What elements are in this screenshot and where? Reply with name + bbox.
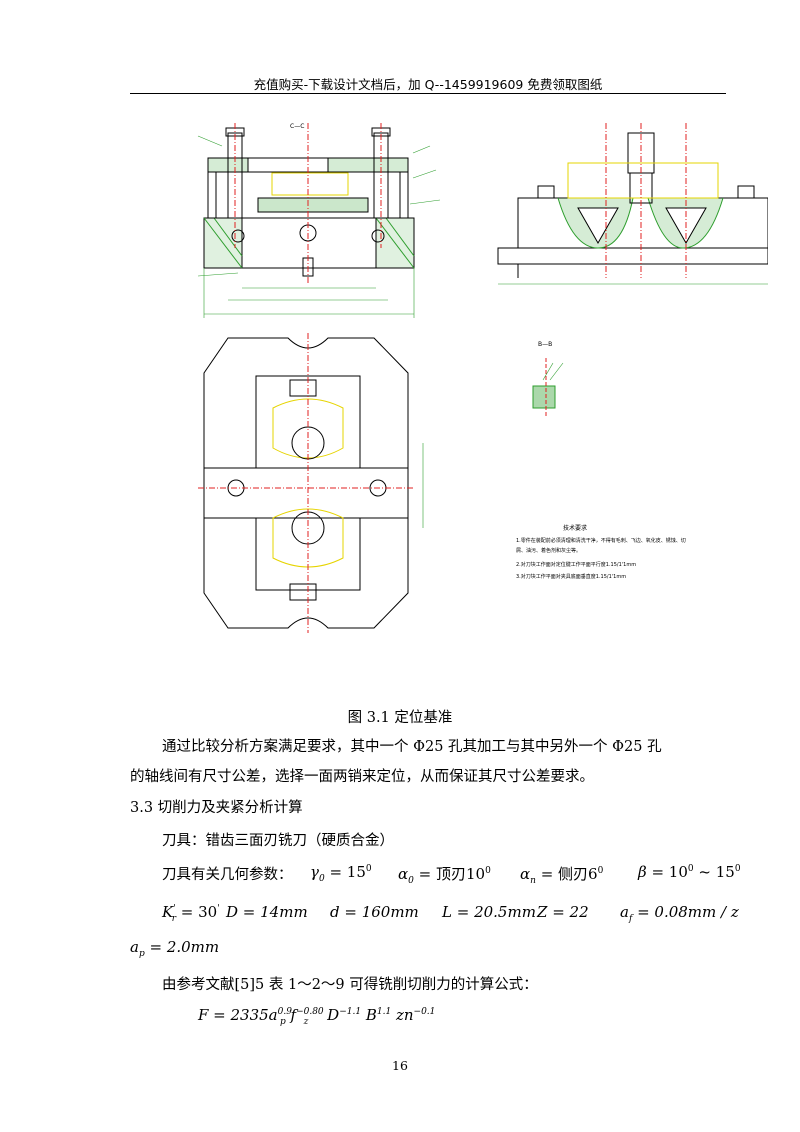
section-label-cc: C—C	[290, 123, 304, 130]
paragraph-line-1: 通过比较分析方案满足要求，其中一个 Φ25 孔其加工与其中另外一个 Φ25 孔	[162, 739, 662, 755]
params-intro: 刀具有关几何参数：	[162, 867, 293, 883]
page-header: 充值购买-下载设计文档后，加 Q--1459919609 免费领取图纸	[253, 77, 603, 92]
header-rule	[130, 93, 726, 94]
plan-view	[198, 333, 424, 633]
tech-line-4: 3.对刀块工作平面对夹具底面垂直度1.15/1'1mm	[516, 573, 626, 580]
paragraph-line-2: 的轴线间有尺寸公差，选择一面两销来定位，从而保证其尺寸公差要求。	[130, 769, 594, 785]
tool-line: 刀具：错齿三面刃铣刀（硬质合金）	[162, 833, 394, 849]
tech-line-1: 1.零件在装配前必须清理和清洗干净，不得有毛刺、飞边、氧化皮、锈蚀、切	[516, 537, 686, 544]
tech-line-2: 屑、油污、着色剂和灰尘等。	[516, 547, 581, 554]
tech-title: 技术要求	[563, 524, 587, 532]
param-ap: ap = 2.0mm	[130, 938, 220, 959]
front-section-view: C—C	[197, 123, 441, 318]
param-Z: Z = 22	[537, 903, 589, 921]
technical-requirements: 技术要求 1.零件在装配前必须清理和清洗干净，不得有毛刺、飞边、氧化皮、锈蚀、切…	[516, 524, 686, 580]
params-line-1: 刀具有关几何参数：	[162, 863, 293, 884]
param-L: L = 20.5mm	[442, 903, 536, 921]
param-kr: K'r = 30'	[162, 903, 220, 924]
tech-line-3: 2.对刀块工作面对定位键工作平面平行度1.15/1'1mm	[516, 561, 636, 568]
param-af: af = 0.08mm / z	[620, 903, 739, 924]
section-label-bb: B—B	[538, 341, 552, 348]
side-section-view	[497, 123, 768, 285]
section-heading: 3.3 切削力及夹紧分析计算	[130, 800, 303, 816]
param-alphan: αn = 侧刃60	[520, 865, 604, 886]
detail-view-bb: B—B	[532, 341, 564, 418]
figure-caption: 图 3.1 定位基准	[347, 710, 453, 726]
param-d: d = 160mm	[330, 903, 419, 921]
param-D: D = 14mm	[226, 903, 308, 921]
param-gamma: γ0 = 150	[310, 863, 372, 884]
fixture-drawing: C—C	[197, 123, 768, 633]
cutting-force-formula: F = 2335a0.9p f−0.80z D−1.1 B1.1 zn−0.1	[198, 1006, 436, 1027]
param-alpha0: α0 = 顶刃100	[398, 865, 491, 886]
page-number: 16	[392, 1058, 408, 1073]
param-beta: β = 100 ~ 150	[638, 863, 741, 881]
reference-line: 由参考文献[5]5 表 1～2～9 可得铣削切削力的计算公式：	[162, 977, 538, 993]
